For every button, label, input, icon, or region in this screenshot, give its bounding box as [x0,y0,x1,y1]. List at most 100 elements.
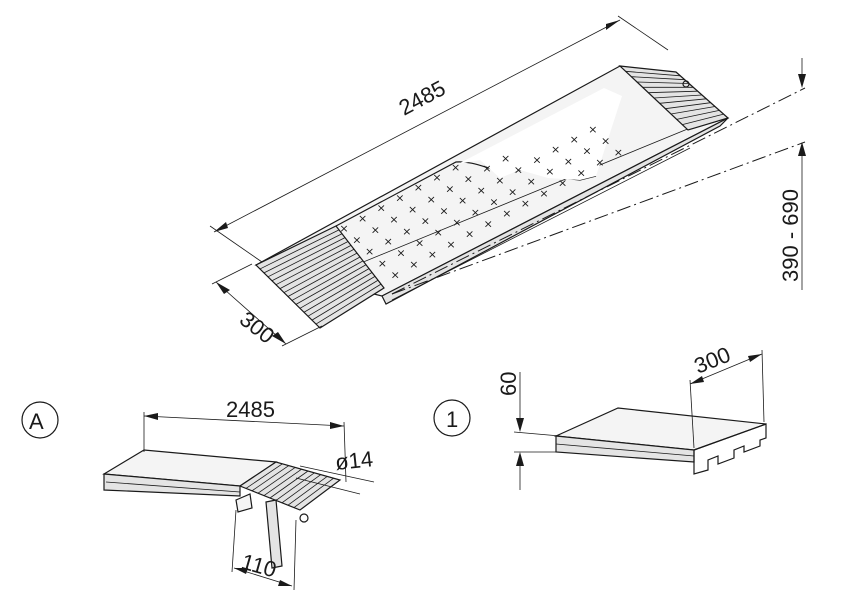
rib-line [682,113,724,126]
detail-a-label: A [29,409,44,434]
rib-line [670,106,716,115]
anti-slip-cross: × [482,162,491,175]
rib-line [267,237,346,278]
anti-slip-cross: × [446,238,455,251]
rib-line [636,81,690,84]
anti-slip-cross: × [421,215,430,228]
anti-slip-cross: × [415,236,424,249]
anti-slip-cross: × [358,212,367,225]
anti-slip-cross: × [402,225,411,238]
anti-slip-cross: × [558,177,567,190]
rib-line [307,276,376,317]
anti-slip-cross: × [527,175,536,188]
anti-slip-cross: × [477,184,486,197]
anti-slip-cross: × [588,123,597,136]
anti-slip-cross: × [514,164,523,177]
anti-slip-cross: × [451,161,460,174]
anti-slip-cross: × [458,194,467,207]
rib-line [279,248,355,289]
rib-line [275,245,352,286]
anti-slip-cross: × [378,257,387,270]
anti-slip-pattern: ××××××××××××××××××××××××××××××××××××××××… [339,123,623,282]
main-ramp: ××××××××××××××××××××××××××××××××××××××××… [254,65,806,329]
anti-slip-cross: × [408,203,417,216]
anti-slip-cross: × [434,226,443,239]
anti-slip-cross: × [391,268,400,281]
anti-slip-cross: × [508,185,517,198]
rib-line [676,109,720,120]
anti-slip-cross: × [428,248,437,261]
rib-line [257,467,296,494]
anti-slip-cross: × [502,207,511,220]
rib-line [271,241,349,282]
rib-line [287,476,328,506]
anti-slip-cross: × [595,156,604,169]
lower-ribs [259,229,382,325]
centerline-lower [391,141,806,295]
rib-line [311,279,379,321]
anti-slip-cross: × [427,193,436,206]
rib-line [315,283,382,325]
anti-slip-cross: × [501,152,510,165]
rib-line [269,470,309,499]
centerline-upper [391,87,806,295]
detail-1-marker [433,399,471,437]
anti-slip-cross: × [570,133,579,146]
detail-a-ribbed-hinge [238,461,342,511]
anti-slip-cross: × [489,196,498,209]
ramp-side-edge [381,117,729,305]
anti-slip-cross: × [414,181,423,194]
detail-a: A 2485 ø14 110 [21,397,374,591]
anti-slip-cross: × [495,174,504,187]
detail-1-label: 1 [446,407,458,432]
rib-line [293,477,334,508]
anti-slip-cross: × [577,166,586,179]
anti-slip-cross: × [409,258,418,271]
anti-slip-cross: × [532,153,541,166]
detail-a-ribs [245,463,334,508]
rib-line [263,233,343,274]
anti-slip-cross: × [545,165,554,178]
profile-end-ribs [693,423,767,475]
anti-slip-cross: × [601,134,610,147]
rib-line [625,70,681,77]
anti-slip-cross: × [539,187,548,200]
anti-slip-cross: × [432,171,441,184]
anti-slip-cross: × [564,155,573,168]
anti-slip-cross: × [452,216,461,229]
cutaway-area [458,88,622,180]
detail-a-length-label: 2485 [226,397,275,422]
anti-slip-cross: × [464,172,473,185]
rib-line [665,102,711,110]
rib-line [259,229,340,270]
rib-line [281,474,322,504]
anti-slip-cross: × [371,223,380,236]
anti-slip-cross: × [384,235,393,248]
rib-line [648,90,698,94]
anti-slip-cross: × [377,202,386,215]
anti-slip-cross: × [395,191,404,204]
rib-line [659,98,707,104]
anti-slip-cross: × [365,245,374,258]
upper-ribs [625,70,724,126]
anti-slip-cross: × [445,183,454,196]
anti-slip-cross: × [339,222,348,235]
rib-line [303,272,373,313]
anti-slip-cross: × [521,197,530,210]
detail-a-marker [21,401,59,439]
anti-slip-cross: × [484,217,493,230]
rib-line [275,472,315,501]
rib-line [263,468,302,496]
anti-slip-cross: × [551,143,560,156]
rib-line [299,268,370,309]
anti-slip-cross: × [582,145,591,158]
detail-1-width-label: 300 [691,342,734,379]
lower-ribbed-plate [254,225,385,329]
detail-1-height-label: 60 [496,372,521,396]
anti-slip-cross: × [396,247,405,260]
ramp-rail-line-2 [391,147,691,301]
rib-line [283,252,358,293]
main-height-label: 390 - 690 [778,189,803,282]
